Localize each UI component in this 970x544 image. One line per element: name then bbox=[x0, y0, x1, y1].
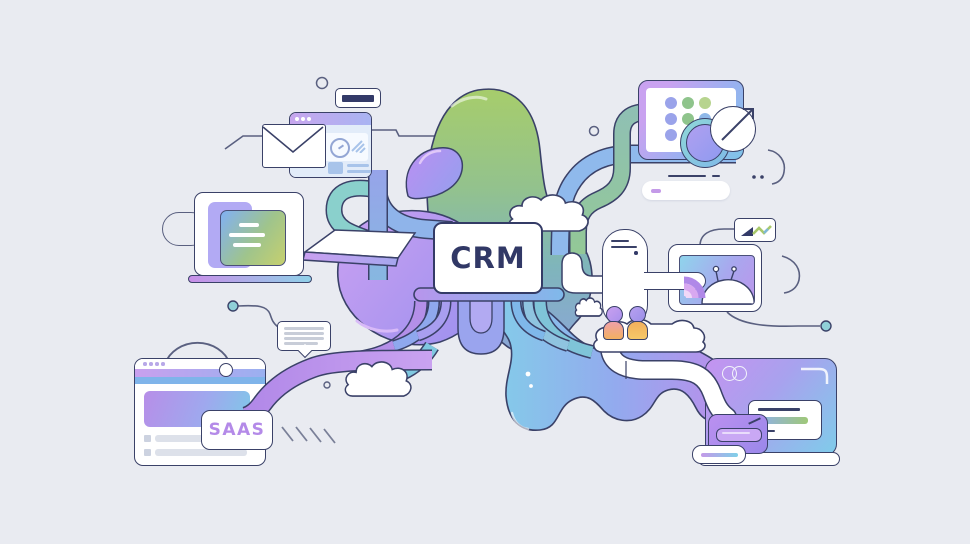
grid-dot-icon bbox=[665, 97, 677, 109]
text-line bbox=[239, 223, 259, 227]
corner-line bbox=[801, 367, 829, 384]
tooltip-bar-icon bbox=[335, 88, 381, 108]
window-dot-icon bbox=[149, 362, 153, 366]
text-line bbox=[758, 408, 800, 411]
wallet-line bbox=[748, 417, 761, 425]
text-line bbox=[347, 164, 369, 167]
hill-antenna-icon bbox=[701, 265, 754, 304]
list-bullet bbox=[144, 435, 151, 442]
text-line bbox=[765, 429, 775, 432]
window-dot-icon bbox=[143, 362, 147, 366]
window-header bbox=[135, 359, 265, 369]
search-bar-icon bbox=[642, 181, 730, 200]
grid-dot-icon bbox=[665, 113, 677, 125]
text-line bbox=[284, 327, 324, 330]
grid-dot-icon bbox=[665, 129, 677, 141]
rainbow-icon bbox=[678, 254, 752, 302]
laptop-base bbox=[188, 275, 312, 283]
window-dot-icon bbox=[307, 117, 311, 121]
kiosk-left-arm bbox=[561, 252, 607, 294]
crm-box: CRM bbox=[433, 222, 543, 294]
text-line bbox=[284, 342, 318, 345]
decor-wires bbox=[224, 129, 820, 444]
text-line bbox=[233, 243, 261, 247]
chart-badge-icon bbox=[734, 218, 776, 242]
header-strip bbox=[135, 369, 265, 377]
person-body bbox=[603, 321, 624, 340]
mini-pill-badge bbox=[692, 445, 746, 464]
speech-bubble-icon bbox=[277, 321, 331, 351]
saas-label: SAAS bbox=[208, 420, 266, 440]
thumbnail-block bbox=[328, 162, 343, 174]
text-line bbox=[347, 170, 371, 173]
grid-dot-icon bbox=[682, 97, 694, 109]
bag-knob bbox=[219, 363, 233, 377]
face-line bbox=[611, 246, 637, 248]
window-dot-icon bbox=[155, 362, 159, 366]
search-hint-dash bbox=[651, 189, 661, 193]
wallet-slot bbox=[716, 428, 762, 442]
list-bullet bbox=[144, 449, 151, 456]
gradient-card bbox=[220, 210, 286, 266]
gauge-icon bbox=[330, 138, 350, 158]
eye-dot bbox=[634, 251, 638, 255]
window-dot-icon bbox=[161, 362, 165, 366]
tube-white-bottomright bbox=[600, 340, 737, 427]
saas-label-badge: SAAS bbox=[201, 410, 273, 450]
signal-icon bbox=[351, 140, 366, 153]
window-dot-icon bbox=[301, 117, 305, 121]
envelope-icon bbox=[262, 124, 326, 168]
dark-bar bbox=[342, 95, 374, 102]
grid-dot-icon bbox=[699, 97, 711, 109]
shopping-bag-handle-icon bbox=[164, 341, 231, 365]
flag-icon bbox=[741, 227, 753, 236]
gradient-line bbox=[701, 453, 738, 457]
person-body bbox=[627, 321, 648, 340]
cloud-icon bbox=[574, 297, 604, 317]
laptop-icon bbox=[194, 192, 304, 276]
text-line bbox=[712, 175, 720, 178]
text-line bbox=[284, 332, 324, 335]
infinity-rings-icon bbox=[732, 366, 747, 381]
wallet-line bbox=[722, 432, 750, 434]
text-line bbox=[668, 175, 706, 178]
growth-arrow-icon bbox=[721, 108, 754, 141]
header-strip bbox=[135, 377, 265, 384]
face-line bbox=[611, 240, 629, 242]
list-item bbox=[155, 449, 247, 456]
text-line bbox=[229, 233, 265, 237]
crm-label: CRM bbox=[450, 241, 526, 275]
window-dot-icon bbox=[295, 117, 299, 121]
text-line bbox=[284, 337, 324, 340]
progress-bar bbox=[758, 417, 808, 424]
